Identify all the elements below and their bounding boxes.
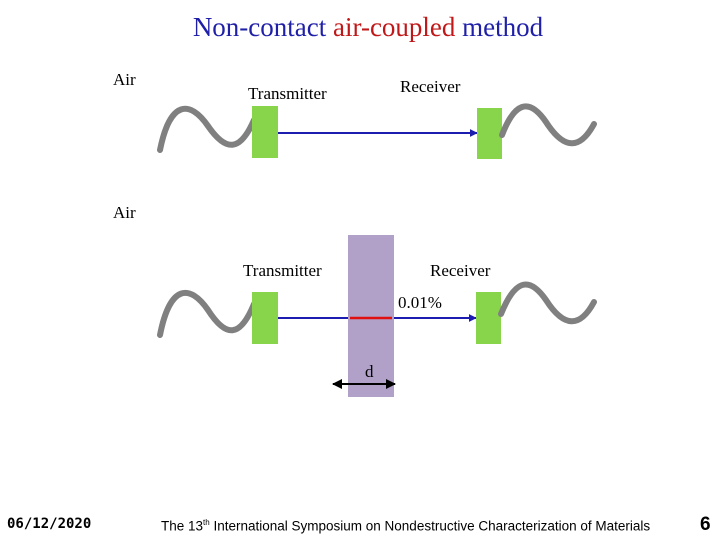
footer-text-start: The 13 — [161, 518, 204, 534]
transmitter-label-bottom: Transmitter — [243, 261, 322, 280]
page-number: 6 — [700, 514, 711, 535]
transmission-percent-label: 0.01% — [398, 293, 442, 312]
received-wave-bottom — [498, 281, 597, 325]
transmitter-label-top: Transmitter — [248, 84, 327, 103]
air-label-bottom: Air — [113, 203, 136, 222]
thickness-label: d — [365, 362, 374, 381]
title-part-aircoupled: air-coupled — [333, 12, 456, 42]
received-wave-top — [499, 103, 597, 147]
footer-text-end: International Symposium on Nondestructiv… — [209, 518, 651, 534]
sample-plate — [348, 235, 394, 397]
footer-text-sup: th — [203, 518, 210, 527]
title-part-method: method — [462, 12, 544, 42]
transmitter-top — [252, 106, 278, 158]
incident-wave-bottom — [157, 290, 257, 338]
receiver-bottom — [476, 292, 501, 344]
footer-date: 06/12/2020 — [7, 516, 92, 532]
air-label-top: Air — [113, 70, 136, 89]
title-part-noncontact: Non-contact — [192, 12, 327, 42]
receiver-label-top: Receiver — [400, 77, 461, 96]
slide-title: Non-contact air-coupled method — [0, 12, 720, 43]
incident-wave-top — [157, 105, 257, 153]
transmitter-bottom — [252, 292, 278, 344]
receiver-label-bottom: Receiver — [430, 261, 491, 280]
footer-conference: The 13th International Symposium on Nond… — [161, 518, 650, 534]
receiver-top — [477, 108, 502, 159]
